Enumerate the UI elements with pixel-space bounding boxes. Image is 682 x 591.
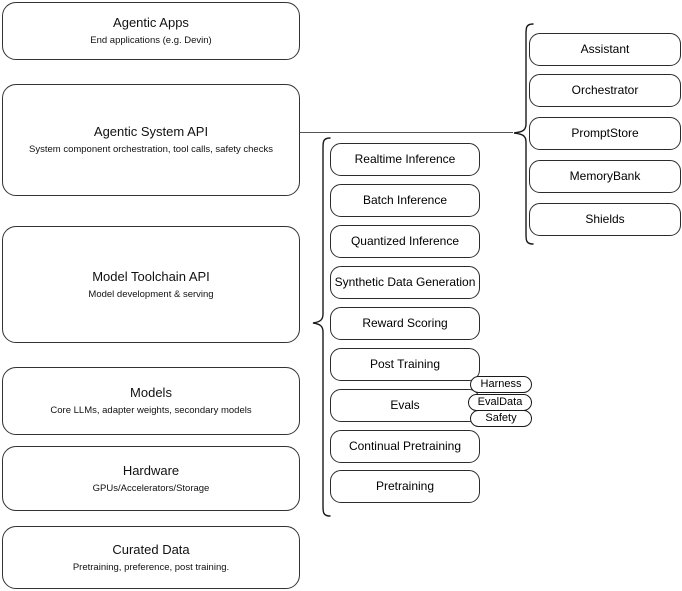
- pill-label: Safety: [485, 412, 517, 424]
- layer-title: Agentic System API: [93, 124, 209, 139]
- capability-label: Continual Pretraining: [348, 439, 462, 453]
- capability-quantized-inference[interactable]: Quantized Inference: [330, 225, 480, 258]
- layer-subtitle: Pretraining, preference, post training.: [72, 561, 230, 573]
- component-label: MemoryBank: [569, 169, 641, 183]
- capability-evals[interactable]: Evals: [330, 389, 480, 422]
- capability-batch-inference[interactable]: Batch Inference: [330, 184, 480, 217]
- layer-title: Curated Data: [112, 541, 190, 557]
- layer-subtitle: Core LLMs, adapter weights, secondary mo…: [50, 405, 252, 416]
- layer-agentic-system-api[interactable]: Agentic System API System component orch…: [2, 84, 300, 196]
- pill-label: Harness: [480, 378, 522, 390]
- capability-label: Quantized Inference: [350, 234, 460, 248]
- capability-label: Reward Scoring: [362, 316, 448, 330]
- capability-post-training[interactable]: Post Training: [330, 348, 480, 381]
- layer-subtitle: Model development & serving: [88, 288, 214, 300]
- component-orchestrator[interactable]: Orchestrator: [529, 74, 681, 107]
- component-assistant[interactable]: Assistant: [529, 33, 681, 66]
- capability-continual-pretraining[interactable]: Continual Pretraining: [330, 430, 480, 463]
- layer-subtitle: GPUs/Accelerators/Storage: [92, 482, 210, 494]
- pill-label: EvalData: [477, 396, 523, 408]
- layer-title: Agentic Apps: [113, 15, 189, 30]
- layer-models[interactable]: Models Core LLMs, adapter weights, secon…: [2, 367, 300, 435]
- component-shields[interactable]: Shields: [529, 203, 681, 236]
- eval-subcomponent-harness[interactable]: Harness: [470, 376, 532, 393]
- component-label: Shields: [585, 212, 625, 226]
- layer-title: Hardware: [122, 462, 180, 478]
- layer-agentic-apps[interactable]: Agentic Apps End applications (e.g. Devi…: [2, 2, 300, 60]
- capability-reward-scoring[interactable]: Reward Scoring: [330, 307, 480, 340]
- component-label: Assistant: [580, 42, 630, 56]
- capability-label: Synthetic Data Generation: [334, 275, 476, 289]
- layer-hardware[interactable]: Hardware GPUs/Accelerators/Storage: [2, 446, 300, 511]
- eval-subcomponent-evaldata[interactable]: EvalData: [468, 394, 532, 411]
- eval-subcomponent-safety[interactable]: Safety: [470, 410, 532, 427]
- component-promptstore[interactable]: PromptStore: [529, 117, 681, 150]
- component-label: Orchestrator: [571, 83, 639, 97]
- layer-title: Models: [130, 385, 172, 400]
- capability-label: Post Training: [369, 357, 441, 371]
- connector-line-system-api: [300, 132, 513, 133]
- capability-label: Evals: [390, 398, 420, 412]
- layer-subtitle: End applications (e.g. Devin): [90, 35, 212, 46]
- component-label: PromptStore: [571, 126, 639, 140]
- capability-label: Batch Inference: [362, 193, 448, 207]
- capability-label: Pretraining: [375, 479, 435, 493]
- component-memorybank[interactable]: MemoryBank: [529, 160, 681, 193]
- layer-curated-data[interactable]: Curated Data Pretraining, preference, po…: [2, 526, 300, 589]
- layer-title: Model Toolchain API: [92, 268, 210, 284]
- capability-realtime-inference[interactable]: Realtime Inference: [330, 143, 480, 176]
- capability-pretraining[interactable]: Pretraining: [330, 470, 480, 503]
- capability-synthetic-data-generation[interactable]: Synthetic Data Generation: [330, 266, 480, 299]
- brace-toolchain: [306, 136, 332, 518]
- layer-subtitle: System component orchestration, tool cal…: [29, 144, 273, 155]
- capability-label: Realtime Inference: [354, 152, 456, 166]
- layer-model-toolchain-api[interactable]: Model Toolchain API Model development & …: [2, 226, 300, 343]
